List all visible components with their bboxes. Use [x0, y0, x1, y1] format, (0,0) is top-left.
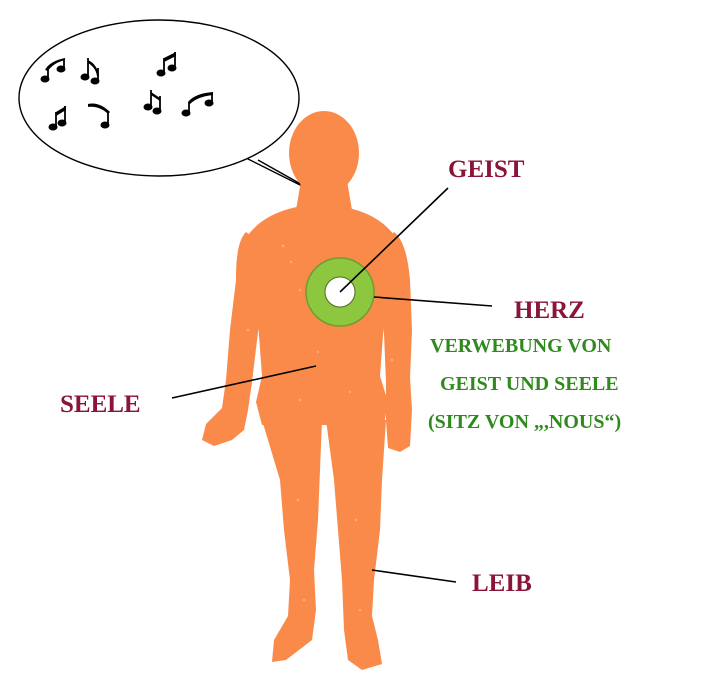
human-figure [202, 111, 412, 670]
leib-leader-line [372, 570, 456, 582]
herz-description-line-3: (SITZ VON „,NOUS“) [428, 412, 621, 432]
leib-label: LEIB [472, 571, 532, 596]
speech-bubble [19, 20, 322, 196]
figure-leg-left [262, 420, 322, 662]
figure-leg-right [326, 420, 386, 670]
herz-label: HERZ [514, 298, 585, 323]
herz-description-line-2: GEIST UND SEELE [440, 374, 619, 394]
geist-label: GEIST [448, 157, 524, 182]
seele-label: SEELE [60, 392, 141, 417]
herz-description-line-1: VERWEBUNG VON [430, 336, 611, 356]
